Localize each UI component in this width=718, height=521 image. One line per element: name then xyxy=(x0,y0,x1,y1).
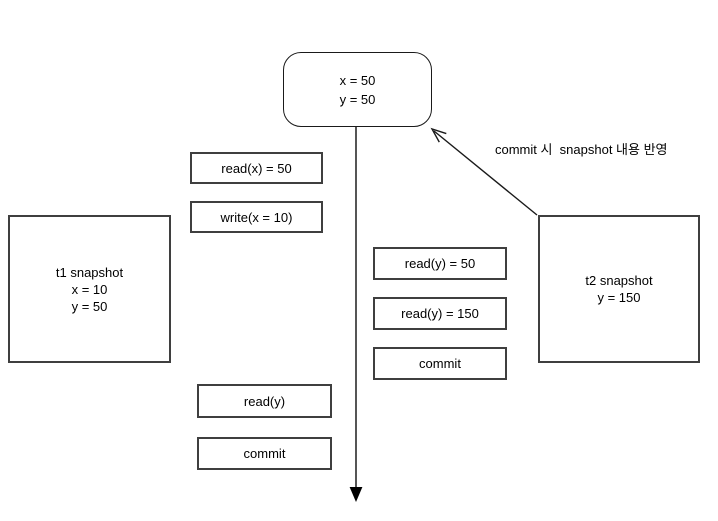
t1-snapshot-x-value: x = 10 xyxy=(71,281,108,297)
db-state-node: x = 50 y = 50 xyxy=(283,52,432,127)
commit-annotation: commit 시 snapshot 내용 반영 xyxy=(495,142,668,157)
t2-op-read-y-50: read(y) = 50 xyxy=(373,247,507,280)
db-state-x-value: x = 50 xyxy=(339,72,376,88)
t1-op-commit-label: commit xyxy=(243,446,286,461)
t1-op-read-x-label: read(x) = 50 xyxy=(221,160,292,176)
db-state-y-value: y = 50 xyxy=(339,91,376,107)
t2-op-read-y-50-label: read(y) = 50 xyxy=(404,256,476,271)
commit-arrow-line xyxy=(433,130,538,216)
t2-op-read-y-150-label: read(y) = 150 xyxy=(401,306,479,321)
t2-snapshot-y-value: y = 150 xyxy=(597,290,641,305)
t2-op-commit: commit xyxy=(373,347,507,380)
t1-op-write-x-label: write(x = 10) xyxy=(220,209,293,225)
t2-op-read-y-150: read(y) = 150 xyxy=(373,297,507,330)
t1-snapshot-y-value: y = 50 xyxy=(71,298,108,314)
t2-op-commit-label: commit xyxy=(419,356,461,371)
timeline-arrowhead-icon xyxy=(349,487,363,502)
commit-arrowhead-icon xyxy=(430,127,447,143)
t1-op-commit: commit xyxy=(197,437,332,470)
t1-snapshot-title: t1 snapshot xyxy=(55,264,124,280)
t1-op-read-x: read(x) = 50 xyxy=(190,152,323,184)
t1-op-write-x: write(x = 10) xyxy=(190,201,323,233)
t1-op-read-y-label: read(y) xyxy=(243,393,286,409)
t1-snapshot-node: t1 snapshot x = 10 y = 50 xyxy=(8,215,171,363)
t1-op-read-y: read(y) xyxy=(197,384,332,418)
t2-snapshot-title: t2 snapshot xyxy=(585,273,653,288)
t2-snapshot-node: t2 snapshot y = 150 xyxy=(538,215,700,363)
